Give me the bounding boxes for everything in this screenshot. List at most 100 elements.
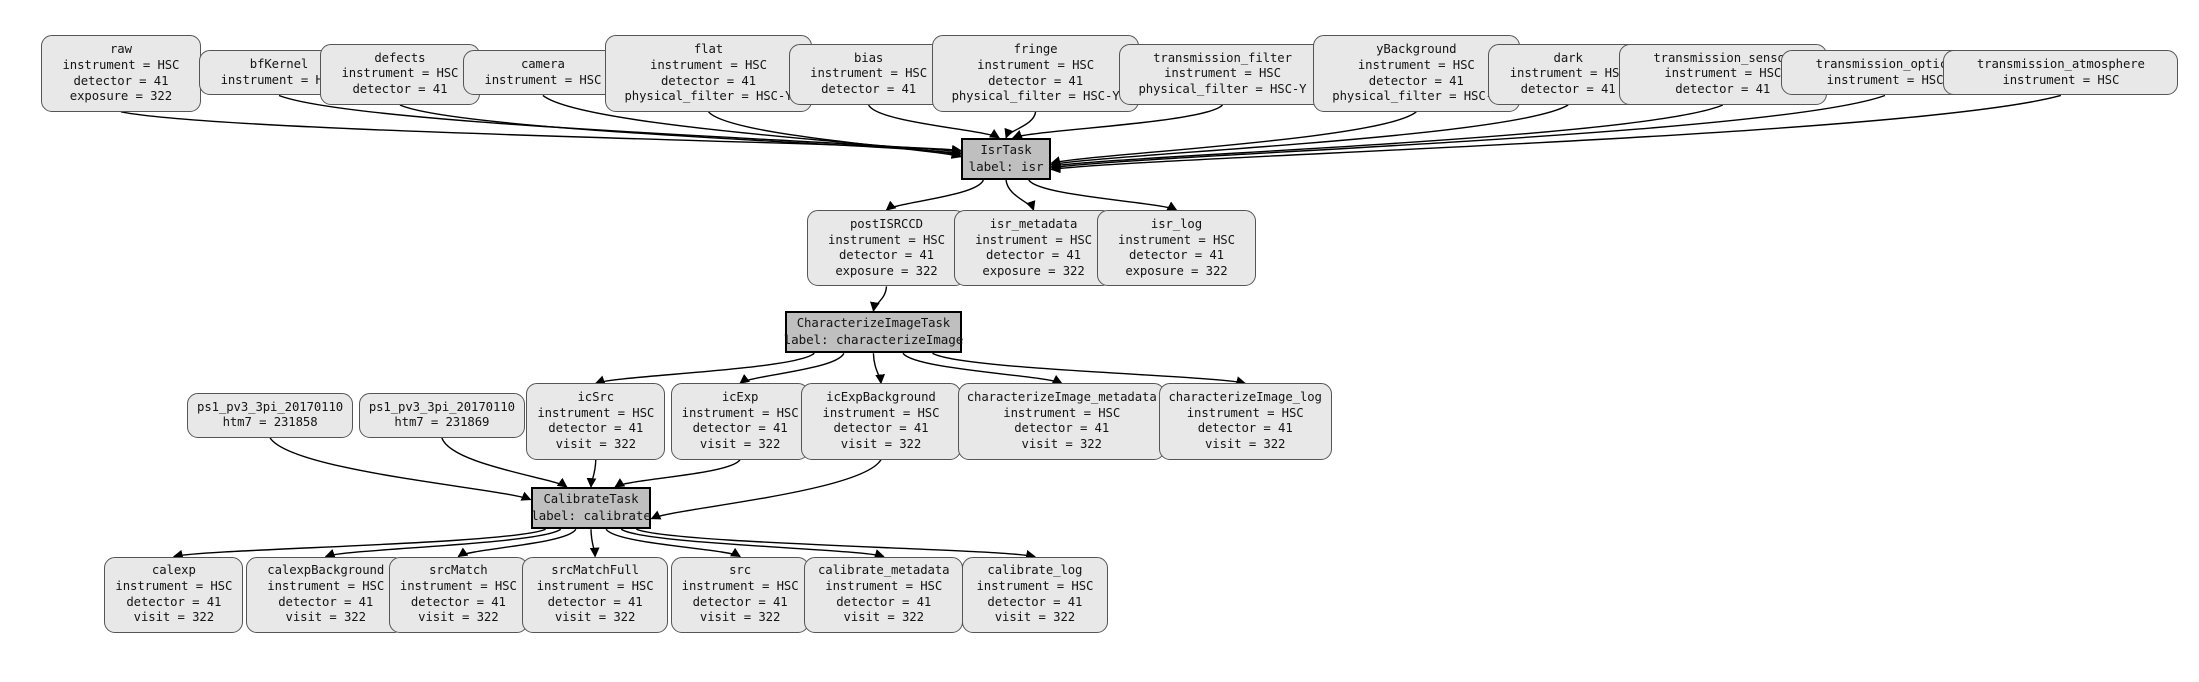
node-title: dark: [1553, 50, 1583, 65]
node-detail: visit = 322: [285, 610, 366, 625]
edge-IsrTask-to-postISRCCD: [885, 179, 985, 211]
node-detail: instrument = HSC: [975, 232, 1092, 247]
node-title: transmission_sensor: [1653, 50, 1793, 65]
node-detail: detector = 41: [410, 594, 506, 609]
node-title: src: [729, 563, 752, 578]
node-detail: htm7 = 231858: [222, 415, 318, 430]
node-title: bfKernel: [249, 57, 309, 72]
node-detail: exposure = 322: [69, 89, 173, 104]
node-detail: instrument = HSC: [537, 405, 655, 420]
node-detail: instrument = HSC: [1118, 232, 1235, 247]
node-detail: visit = 322: [1205, 437, 1286, 452]
edge-raw-to-IsrTask: [120, 111, 962, 155]
node-title: postISRCCD: [849, 216, 923, 231]
node-detail: visit = 322: [994, 610, 1076, 625]
node-title: ps1_pv3_3pi_20170110: [368, 399, 515, 414]
node-detail: detector = 41: [547, 594, 643, 609]
node-detail: instrument = HSC: [62, 57, 180, 72]
node-title: characterizeImage_metadata: [966, 390, 1157, 404]
edge-CalibrateTask-to-srcMatchFull: [589, 529, 600, 558]
node-detail: visit = 322: [840, 437, 922, 452]
edge-CharacterizeImageTask-to-icExp: [739, 352, 845, 384]
node-title: raw: [109, 42, 132, 57]
node-detail: detector = 41: [126, 594, 222, 609]
node-detail: detector = 41: [661, 73, 756, 88]
node-detail: detector = 41: [836, 594, 932, 609]
edge-CharacterizeImageTask-to-icExpBackground: [872, 353, 886, 385]
node-title: calexpBackground: [267, 563, 385, 578]
node-detail: instrument = HSC: [484, 72, 602, 87]
edge-IsrTask-to-isr_metadata: [1005, 179, 1036, 211]
node-detail: instrument = HSC: [115, 578, 233, 593]
node-detail: instrument = HSC: [1509, 66, 1627, 81]
node-detail: instrument = HSC: [1664, 66, 1782, 81]
node-detail: instrument = HSC: [267, 578, 385, 593]
node-detail: instrument = HSC: [976, 578, 1094, 593]
node-title: characterizeImage_log: [1168, 390, 1322, 404]
node-title: yBackground: [1376, 42, 1457, 57]
node-detail: visit = 322: [555, 437, 636, 452]
node-detail: instrument = HSC: [1826, 72, 1944, 87]
node-detail: instrument = HSC: [1003, 405, 1121, 420]
node-title: calibrate_log: [987, 563, 1083, 578]
node-detail: detector = 41: [1197, 421, 1293, 436]
node-detail: physical_filter = HSC-Y: [624, 89, 793, 104]
node-title: transmission_optics: [1815, 57, 1955, 72]
edge-CharacterizeImageTask-to-icSrc: [594, 352, 815, 385]
node-detail: exposure = 322: [835, 263, 938, 278]
node-title: flat: [693, 42, 724, 57]
node-title: icExp: [721, 390, 759, 404]
node-detail: instrument = HSC: [341, 66, 459, 81]
node-detail: physical_filter = HSC-Y: [951, 89, 1120, 104]
edge-CalibrateTask-to-srcMatch: [457, 528, 577, 558]
node-title: isr_metadata: [989, 216, 1078, 231]
node-detail: detector = 41: [988, 73, 1084, 88]
node-detail: instrument = HSC: [822, 405, 940, 420]
node-detail: instrument = HSC: [1186, 405, 1304, 420]
edge-CalibrateTask-to-src: [605, 528, 741, 558]
edge-IsrTask-to-isr_log: [1028, 179, 1178, 211]
edge-icExp-to-CalibrateTask: [614, 459, 741, 488]
node-detail: instrument = HSC: [681, 405, 799, 420]
edge-flat-to-IsrTask: [707, 111, 962, 159]
node-detail: instrument = HSC: [977, 57, 1094, 72]
node-title: transmission_filter: [1153, 50, 1292, 65]
node-detail: instrument = HSC: [536, 578, 654, 593]
node-title: icSrc: [577, 390, 615, 404]
node-detail: instrument = HSC: [825, 578, 943, 593]
edge-CalibrateTask-to-calexpBackground: [324, 528, 562, 559]
node-title: transmission_atmosphere: [1976, 57, 2145, 72]
edge-defects-to-IsrTask: [399, 104, 962, 158]
node-detail: instrument = HSC: [828, 232, 945, 247]
node-detail: instrument = HSC: [1164, 66, 1281, 81]
